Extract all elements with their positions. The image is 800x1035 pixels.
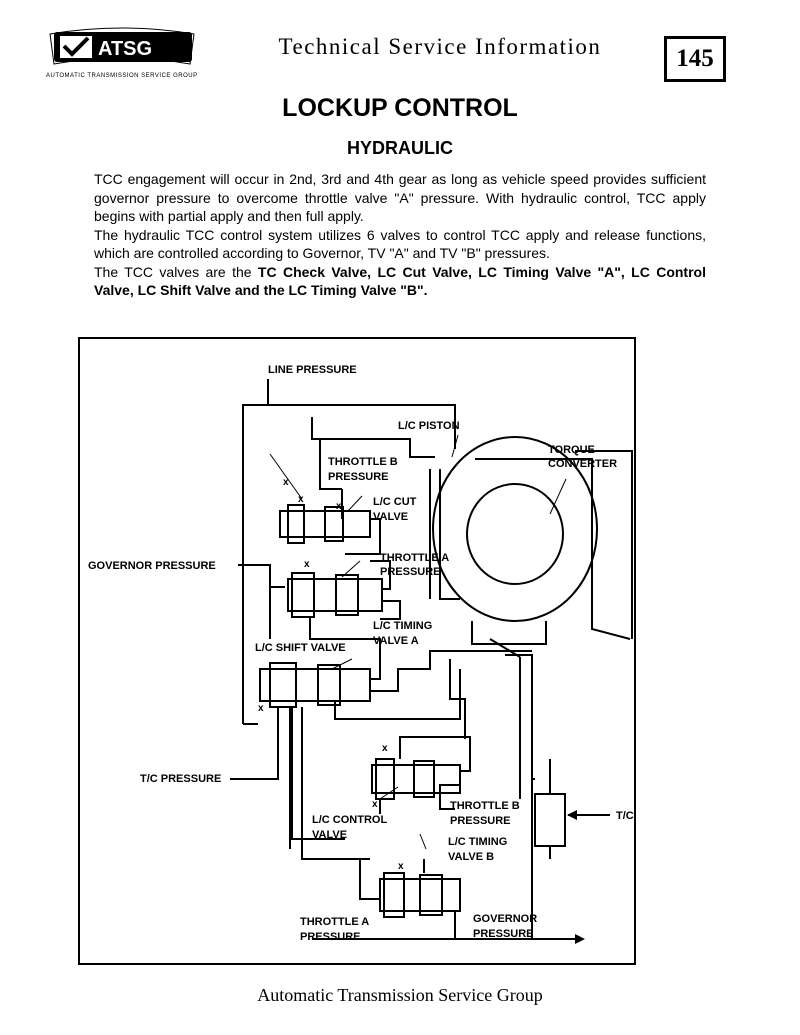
label-lc-timing-valve-b-1: L/C TIMING xyxy=(448,836,507,848)
label-lc-cut-valve-2: VALVE xyxy=(373,511,408,523)
paragraph-3-lead: The TCC valves are the xyxy=(94,263,258,280)
label-lc-timing-valve-b-2: VALVE B xyxy=(448,851,494,863)
atsg-logo: ATSG AUTOMATIC TRANSMISSION SERVICE GROU… xyxy=(42,24,202,86)
label-throttle-b-top-2: PRESSURE xyxy=(328,471,389,483)
label-lc-shift-valve: L/C SHIFT VALVE xyxy=(255,642,346,654)
label-tc-check-valve: T/C CHECK VALVE xyxy=(616,810,634,822)
label-lc-timing-valve-a-2: VALVE A xyxy=(373,635,419,647)
exhaust-mark: x xyxy=(398,861,404,872)
label-lc-control-valve-1: L/C CONTROL xyxy=(312,814,387,826)
label-lc-piston: L/C PISTON xyxy=(398,420,460,432)
label-throttle-a-bottom-1: THROTTLE A xyxy=(300,916,369,928)
paragraph-3: The TCC valves are the TC Check Valve, L… xyxy=(94,263,706,300)
label-lc-control-valve-2: VALVE xyxy=(312,829,347,841)
label-throttle-a-top-2: PRESSURE xyxy=(380,566,441,578)
exhaust-mark: x xyxy=(304,559,310,570)
label-tc-pressure: T/C PRESSURE xyxy=(140,773,221,785)
page-number: 145 xyxy=(664,36,726,82)
label-governor-pressure-left: GOVERNOR PRESSURE xyxy=(88,560,216,572)
paragraph-1: TCC engagement will occur in 2nd, 3rd an… xyxy=(94,171,706,224)
page-title: LOCKUP CONTROL xyxy=(282,94,518,122)
hydraulic-diagram: x x x x x x x x LINE PRESSURE L/C PISTON… xyxy=(78,337,636,965)
label-lc-timing-valve-a-1: L/C TIMING xyxy=(373,620,432,632)
logo-text: ATSG xyxy=(98,38,152,60)
label-governor-bottom-1: GOVERNOR xyxy=(473,913,537,925)
paragraph-2: The hydraulic TCC control system utilize… xyxy=(94,226,706,262)
exhaust-mark: x xyxy=(298,494,304,505)
label-throttle-a-top-1: THROTTLE A xyxy=(380,552,449,564)
exhaust-mark: x xyxy=(382,743,388,754)
label-throttle-b-mid-2: PRESSURE xyxy=(450,815,511,827)
label-line-pressure: LINE PRESSURE xyxy=(268,364,357,376)
exhaust-mark: x xyxy=(336,501,342,512)
label-governor-bottom-2: PRESSURE xyxy=(473,928,534,940)
page-subtitle: HYDRAULIC xyxy=(347,138,453,158)
label-throttle-b-top-1: THROTTLE B xyxy=(328,456,398,468)
footer-text: Automatic Transmission Service Group xyxy=(257,985,543,1005)
label-throttle-b-mid-1: THROTTLE B xyxy=(450,800,520,812)
header-title: Technical Service Information xyxy=(278,34,602,59)
label-lc-cut-valve-1: L/C CUT xyxy=(373,496,417,508)
exhaust-mark: x xyxy=(258,703,264,714)
label-torque-converter-1: TORQUE xyxy=(548,444,595,456)
body-text: TCC engagement will occur in 2nd, 3rd an… xyxy=(94,170,706,300)
exhaust-mark: x xyxy=(372,799,378,810)
label-throttle-a-bottom-2: PRESSURE xyxy=(300,931,361,943)
logo-ring-text: AUTOMATIC TRANSMISSION SERVICE GROUP xyxy=(46,73,198,79)
exhaust-mark: x xyxy=(283,477,289,488)
paragraph-3-valve-list: TC Check Valve, LC Cut Valve, LC Timing … xyxy=(94,263,706,299)
label-torque-converter-2: CONVERTER xyxy=(548,458,617,470)
